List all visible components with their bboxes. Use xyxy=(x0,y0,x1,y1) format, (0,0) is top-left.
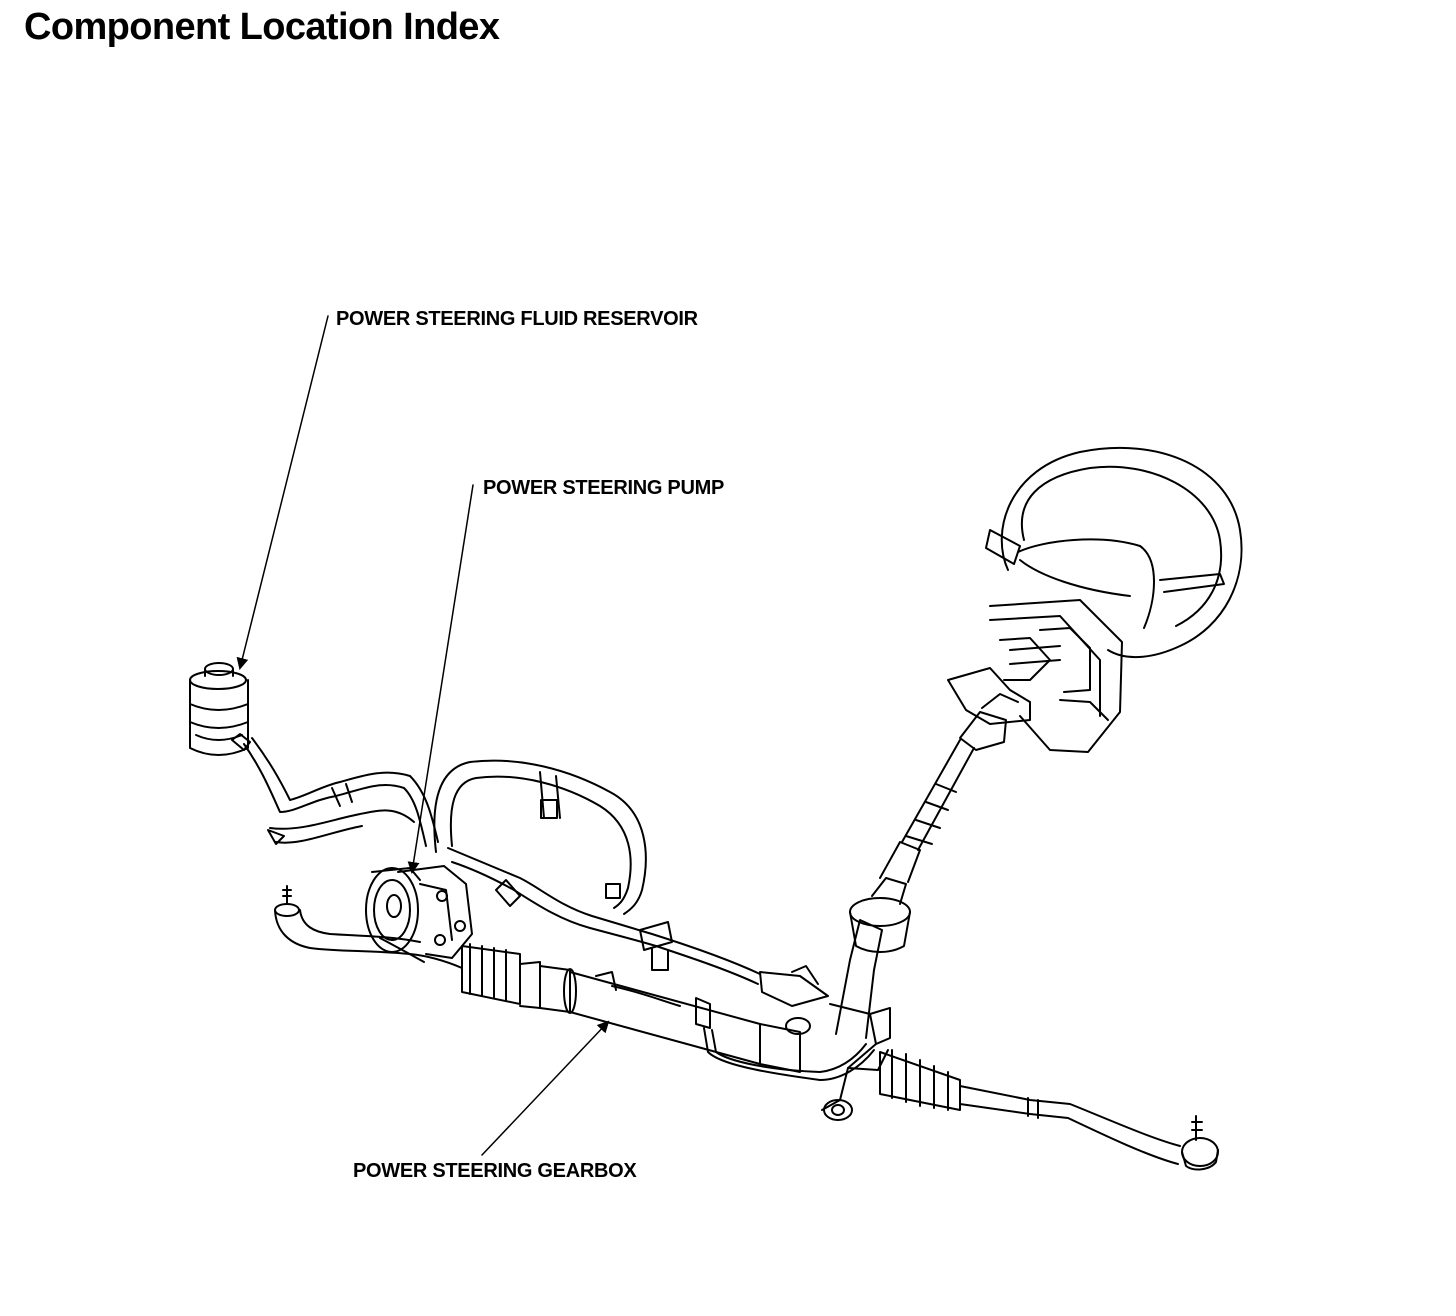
leader-lines xyxy=(236,316,610,1155)
fluid-reservoir xyxy=(190,663,250,755)
leader-reservoir xyxy=(236,316,328,670)
steering-wheel xyxy=(986,448,1242,657)
steering-column xyxy=(948,600,1122,752)
callout-gearbox: POWER STEERING GEARBOX xyxy=(353,1160,637,1182)
intermediate-steering-shaft xyxy=(836,694,1018,1038)
left-tie-rod xyxy=(275,886,462,968)
page-title: Component Location Index xyxy=(24,6,500,48)
callout-pump: POWER STEERING PUMP xyxy=(483,477,724,499)
right-bellows-boot xyxy=(880,1050,960,1110)
right-tie-rod xyxy=(960,1086,1218,1169)
leader-pump xyxy=(407,485,473,874)
power-steering-gearbox xyxy=(462,944,890,1120)
callout-fluid-reservoir: POWER STEERING FLUID RESERVOIR xyxy=(336,308,698,330)
supply-hose xyxy=(244,738,438,846)
power-steering-pump xyxy=(366,866,472,962)
return-line xyxy=(448,848,828,1006)
pressure-hose xyxy=(434,761,645,914)
leader-gearbox xyxy=(482,1020,610,1155)
